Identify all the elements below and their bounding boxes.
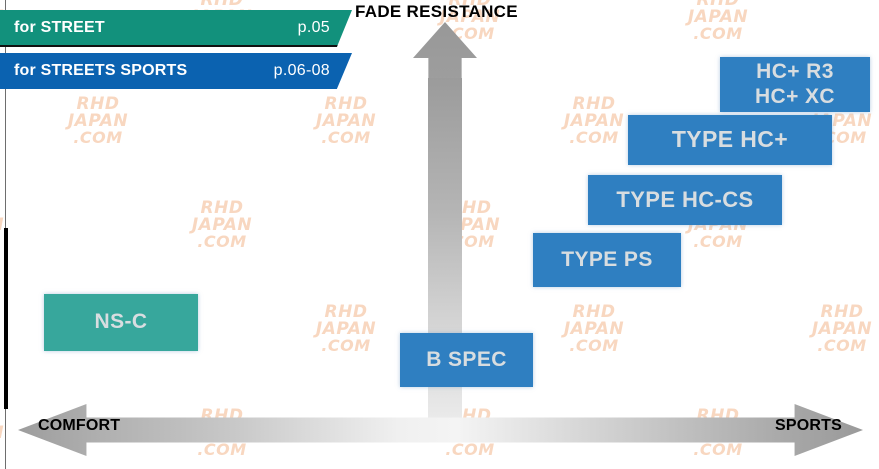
product-box-hc-plus-r3-xc[interactable]: HC+ R3 HC+ XC [720, 57, 870, 112]
banner-for-streets-sports-label: for STREETS SPORTS [14, 62, 188, 79]
product-box-type-hc-plus-label: TYPE HC+ [671, 126, 789, 153]
product-box-b-spec-label: B SPEC [426, 347, 507, 371]
axis-label-comfort: COMFORT [38, 417, 121, 434]
product-box-hc-plus-r3-xc-labels: HC+ R3 HC+ XC [755, 60, 835, 110]
banner-for-street-page: p.05 [297, 18, 330, 36]
product-box-nsc-label: NS-C [94, 310, 148, 334]
product-box-type-ps[interactable]: TYPE PS [533, 233, 681, 287]
axis-label-sports: SPORTS [775, 417, 842, 434]
left-thick-rule [4, 228, 8, 409]
product-box-nsc[interactable]: NS-C [44, 294, 198, 351]
banner-for-street[interactable]: for STREET p.05 [0, 10, 352, 47]
product-box-hc-plus-xc-label: HC+ XC [754, 84, 835, 108]
banner-for-street-label: for STREET [14, 18, 105, 36]
product-box-type-hc-plus[interactable]: TYPE HC+ [628, 115, 832, 165]
product-box-hc-plus-r3-label: HC+ R3 [756, 59, 834, 83]
banner-for-streets-sports-page: p.06-08 [273, 62, 330, 79]
banner-for-streets-sports[interactable]: for STREETS SPORTS p.06-08 [0, 53, 352, 89]
vertical-arrow-head [413, 22, 477, 84]
product-box-type-ps-label: TYPE PS [561, 247, 653, 271]
product-box-b-spec[interactable]: B SPEC [400, 333, 533, 387]
axis-title-fade-resistance: FADE RESISTANCE [355, 2, 518, 21]
product-box-type-hc-cs-label: TYPE HC-CS [616, 187, 754, 213]
product-box-type-hc-cs[interactable]: TYPE HC-CS [588, 175, 782, 225]
